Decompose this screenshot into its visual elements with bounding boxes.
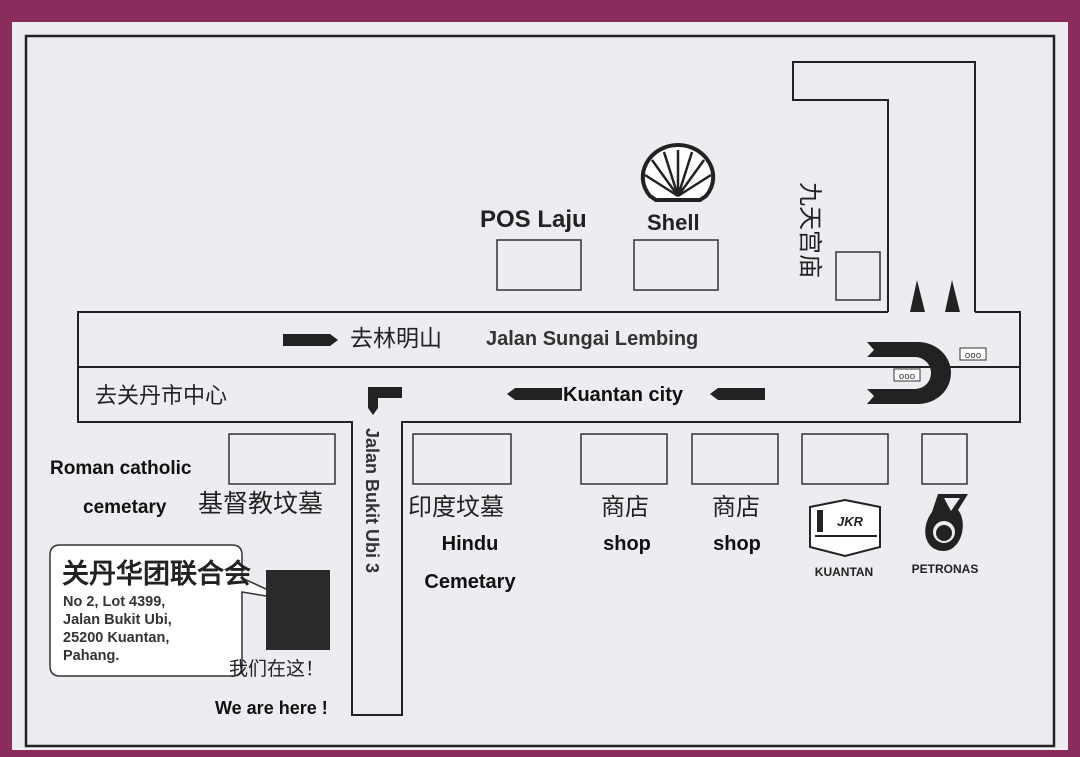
city-centre-cn-label: 去关丹市中心: [95, 384, 227, 409]
shell-label: Shell: [647, 210, 700, 235]
here-cn-label: 我们在这！: [229, 658, 324, 680]
catholic-cemetery-building: [228, 433, 336, 485]
hindu-cn-label: 印度坟墓: [408, 493, 504, 521]
shop2-cn-label: 商店: [712, 493, 760, 521]
shop-building-1: [580, 433, 668, 485]
address-line: Pahang.: [63, 648, 119, 664]
petronas-label: PETRONAS: [912, 562, 979, 576]
address-line: Jalan Bukit Ubi,: [63, 612, 172, 628]
arrow-left-icon: [710, 388, 765, 400]
pos-laju-building: [496, 239, 582, 291]
hindu-label-1: Hindu: [442, 533, 499, 555]
roads: [77, 61, 1021, 716]
buildings: [228, 239, 968, 485]
address-line: 25200 Kuantan,: [63, 630, 169, 646]
arrow-up-icon: [910, 280, 960, 312]
temple-building: [835, 251, 881, 301]
christian-cemetery-cn-label: 基督教坟墓: [198, 489, 323, 518]
petronas-building: [921, 433, 968, 485]
catholic-label-1: Roman catholic: [50, 458, 192, 479]
side-road-label: Jalan Bukit Ubi 3: [362, 428, 382, 573]
jkr-building: [801, 433, 889, 485]
org-name: 关丹华团联合会: [62, 558, 251, 590]
catholic-label-2: cemetary: [83, 497, 167, 518]
traffic-light-icon: ooo ooo: [893, 347, 987, 382]
map-border: [24, 34, 1056, 748]
main-road-label: Jalan Sungai Lembing: [486, 328, 698, 350]
jkr-label: KUANTAN: [815, 565, 873, 579]
shell-building: [633, 239, 719, 291]
jkr-logo-icon: JKR: [809, 498, 881, 558]
destination-building: [266, 570, 330, 650]
here-label: We are here !: [215, 698, 328, 718]
hindu-cemetery-building: [412, 433, 512, 485]
temple-label: 九天宫庙: [796, 182, 824, 278]
address-callout: [49, 544, 291, 677]
shell-logo-icon: [640, 142, 716, 202]
u-turn-icon: [867, 342, 951, 404]
svg-text:ooo: ooo: [965, 351, 982, 361]
shop2-label: shop: [713, 533, 761, 555]
svg-text:ooo: ooo: [899, 372, 916, 382]
kuantan-city-label: Kuantan city: [563, 384, 684, 406]
north-road: [792, 61, 976, 312]
arrow-left-icon: [507, 388, 562, 400]
turn-arrow-icon: [368, 387, 402, 415]
shop-building-2: [691, 433, 779, 485]
shop1-cn-label: 商店: [601, 493, 649, 521]
hindu-label-2: Cemetary: [424, 571, 516, 593]
address-line: No 2, Lot 4399,: [63, 594, 165, 610]
svg-text:JKR: JKR: [837, 514, 864, 529]
shop1-label: shop: [603, 533, 651, 555]
pos-laju-logo: POS Laju: [480, 206, 587, 233]
arrow-right-icon: [283, 334, 338, 346]
petronas-logo-icon: [925, 494, 968, 551]
main-road-cn-label: 去林明山: [350, 326, 442, 352]
